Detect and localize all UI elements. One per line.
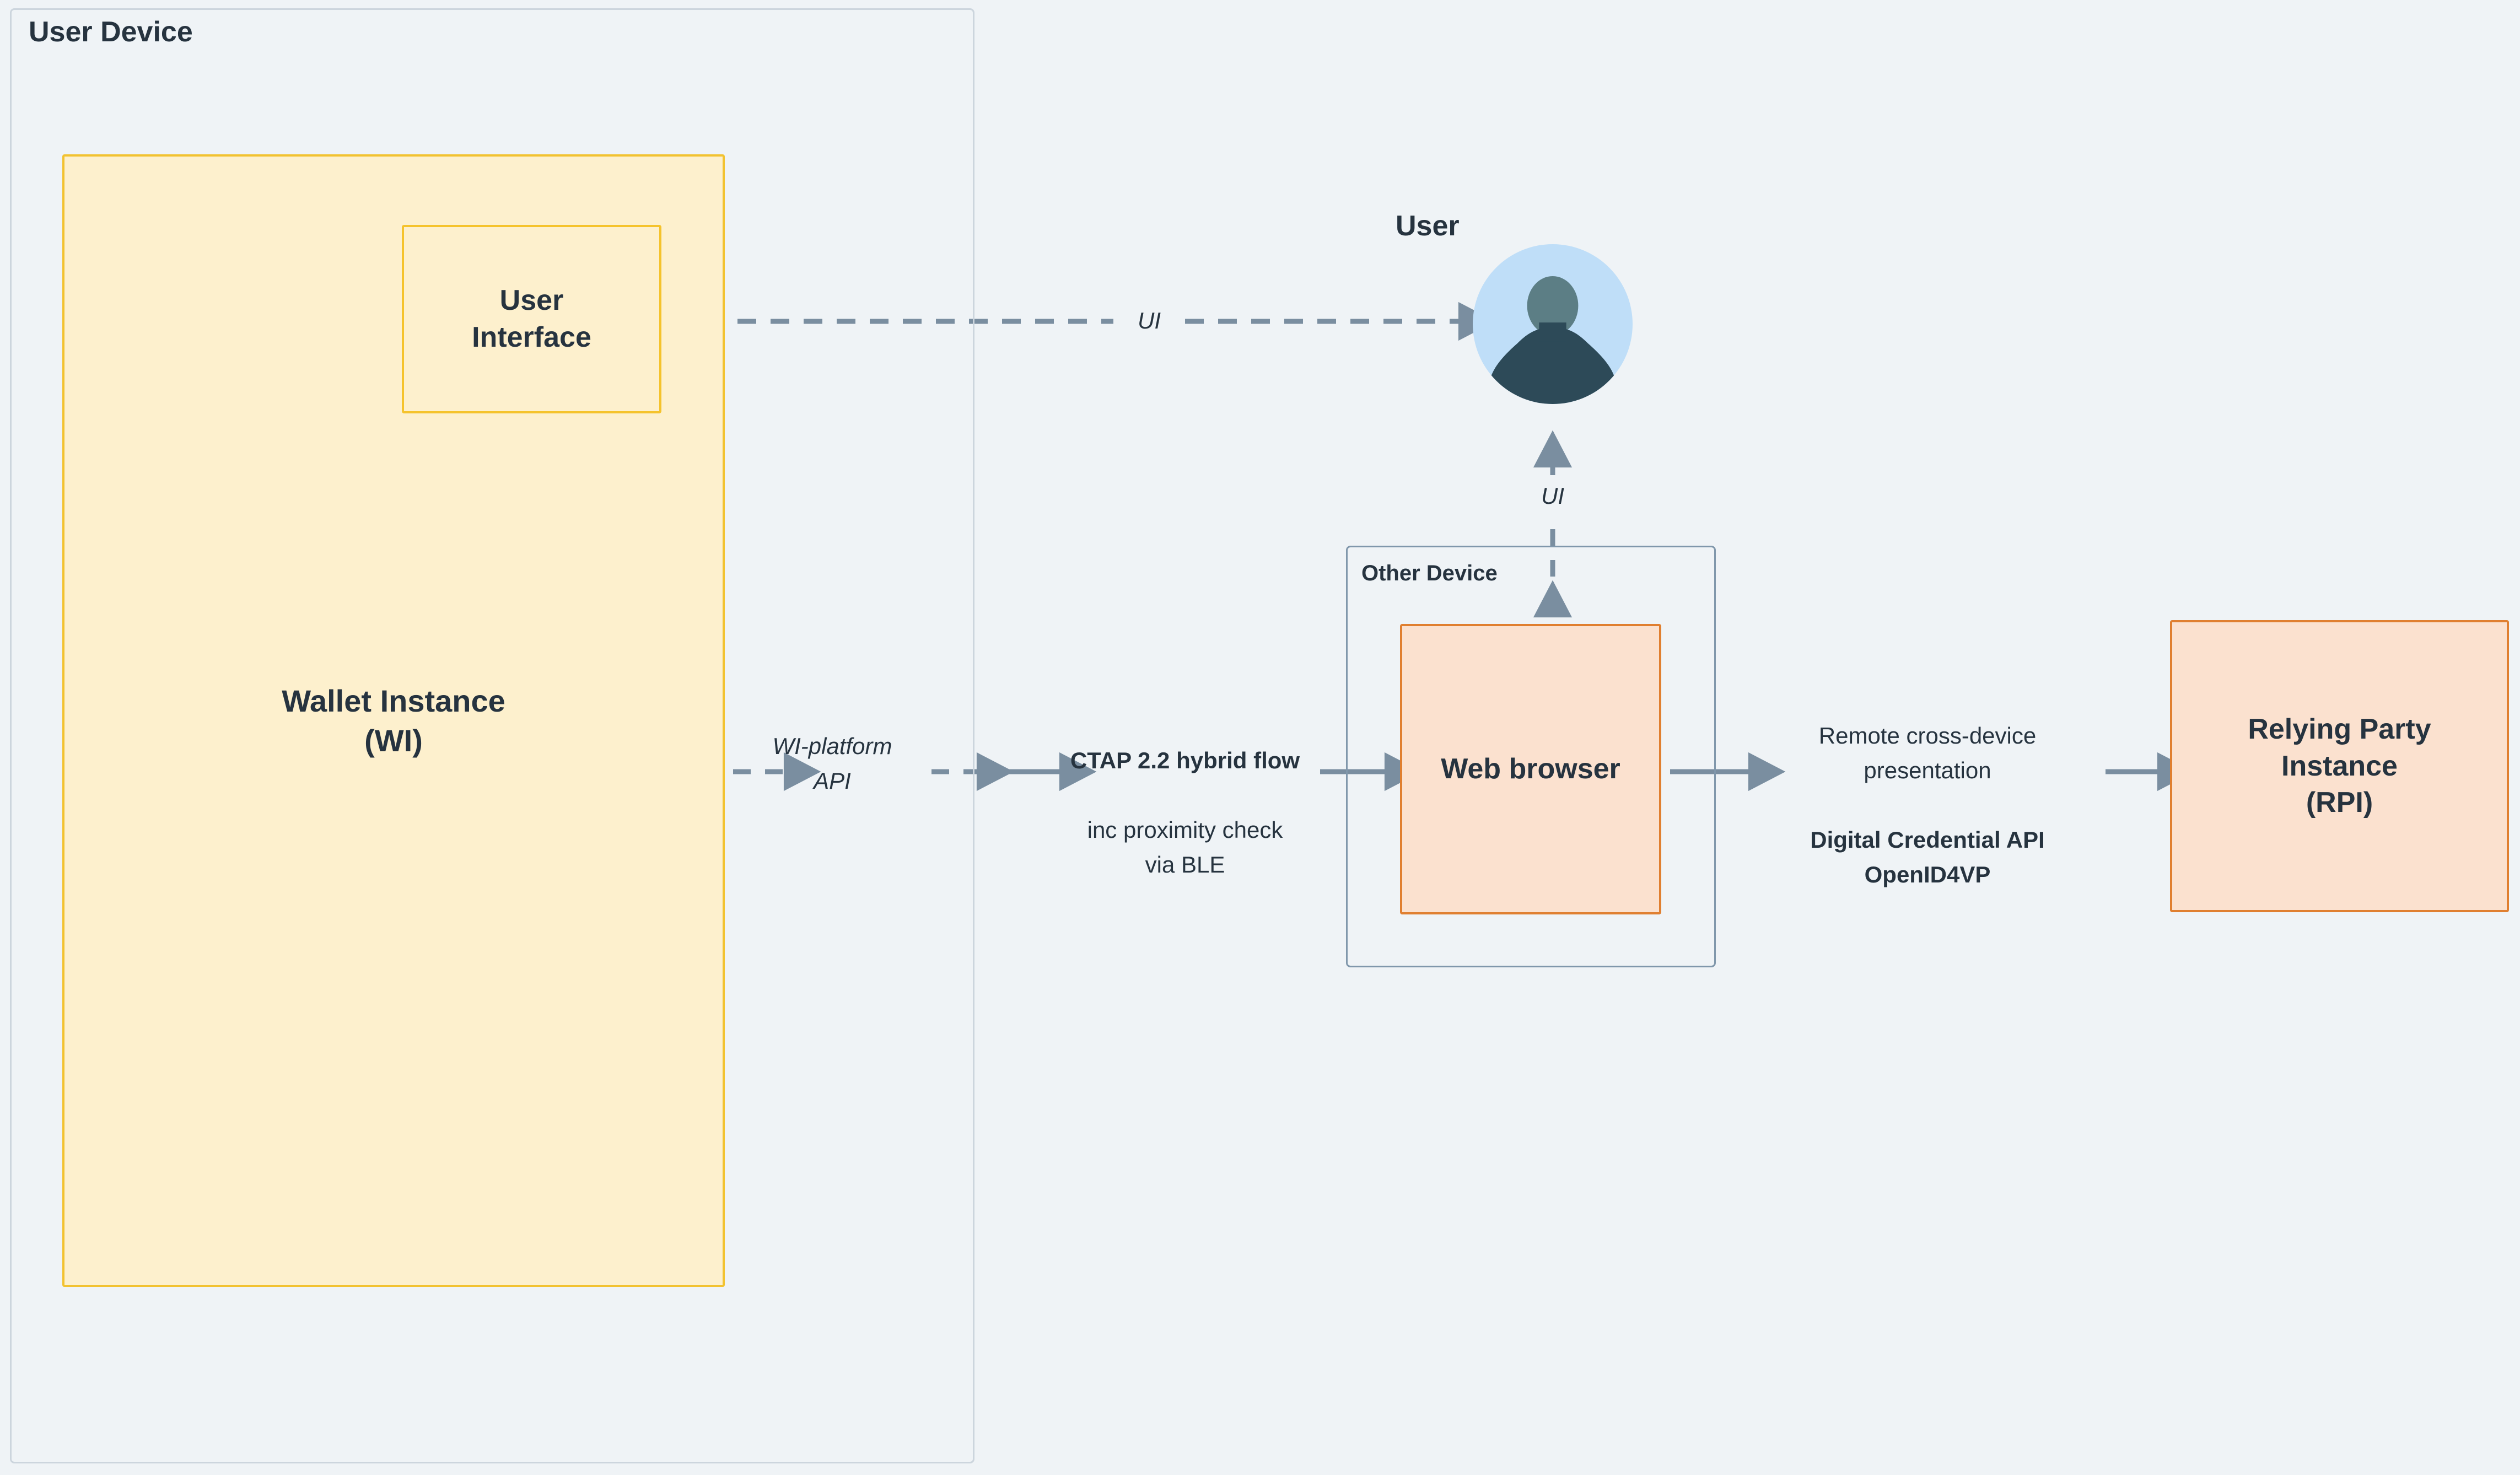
avatar-body: [1490, 327, 1616, 404]
relying-party-label: Relying Party Instance (RPI): [2248, 713, 2431, 819]
ctap-label-plain: inc proximity check via BLE: [1087, 817, 1283, 878]
web-browser-box[interactable]: Web browser: [1400, 624, 1661, 914]
user-device-title: User Device: [29, 16, 193, 48]
user-actor-label: User: [1396, 210, 1460, 242]
avatar: [1473, 244, 1633, 404]
wallet-instance-label: Wallet Instance (WI): [282, 683, 505, 758]
web-browser-label: Web browser: [1441, 753, 1620, 785]
ctap-label-bold: CTAP 2.2 hybrid flow: [1070, 747, 1300, 773]
user-interface-box[interactable]: User Interface: [402, 225, 661, 413]
relying-party-box[interactable]: Relying Party Instance (RPI): [2170, 620, 2509, 912]
edge-label-wi-platform-api: WI-platform API: [772, 733, 892, 794]
user-interface-label: User Interface: [472, 284, 591, 353]
wallet-instance-box[interactable]: Wallet Instance (WI): [62, 154, 725, 1287]
other-device-group: [1346, 546, 1716, 967]
edge-label-ui-browser-user: UI: [1541, 483, 1564, 509]
edge-label-ctap-hybrid: CTAP 2.2 hybrid flow inc proximity check…: [1042, 708, 1328, 917]
edge-label-remote-presentation: Remote cross-device presentation Digital…: [1748, 683, 2107, 927]
edge-label-ui-interface-user: UI: [1138, 308, 1161, 333]
other-device-title: Other Device: [1361, 561, 1498, 585]
remote-label-bold: Digital Credential API OpenID4VP: [1810, 827, 2045, 887]
user-device-group: [10, 8, 974, 1463]
remote-label-plain: Remote cross-device presentation: [1818, 723, 2037, 783]
avatar-head: [1527, 276, 1579, 336]
